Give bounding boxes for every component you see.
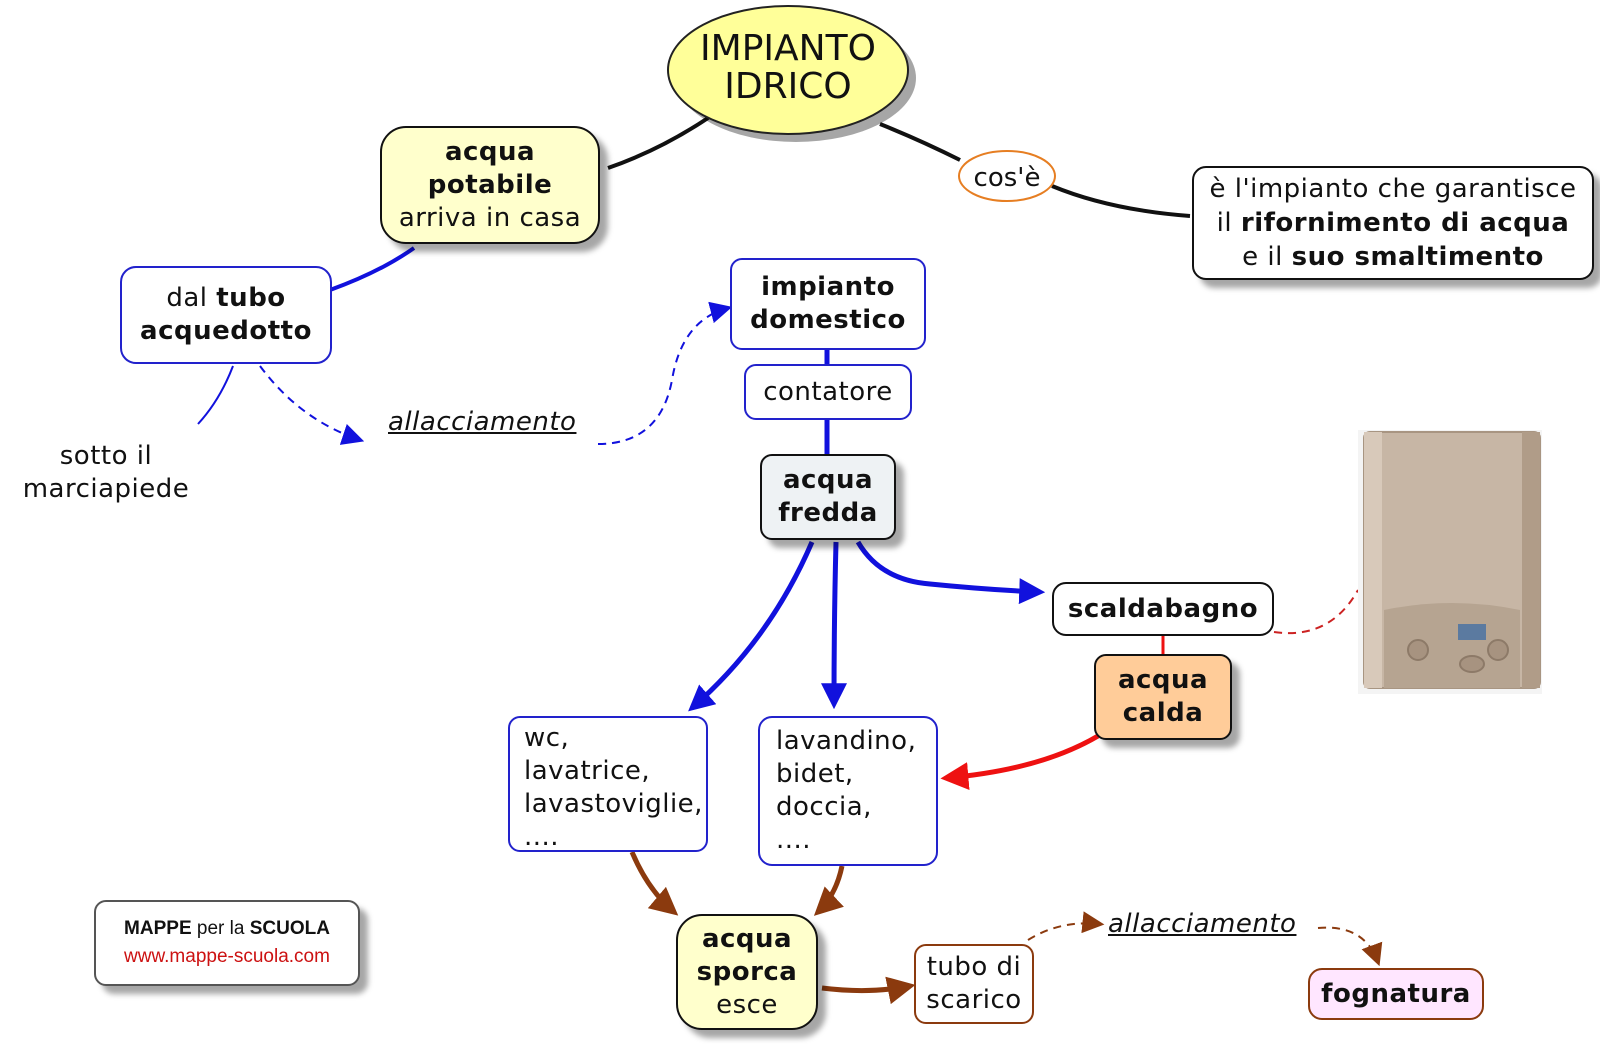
arrow-appliances-b-dirty [813,865,845,916]
link-title-definition [879,122,961,162]
arrow-cold-boiler [855,540,1046,605]
link-pipe-sidewalk [197,365,234,425]
pipe-line-1: dal tubo [166,282,285,315]
definition-line-2: il rifornimento di acqua [1217,206,1570,240]
appliances-a-item-2: lavatrice, [524,756,651,786]
arrow-cold-appliances-a [688,541,815,712]
drain-pipe-node: tubo di scarico [914,944,1034,1024]
definition-line-2-bold: rifornimento di acqua [1240,208,1570,238]
appliances-b-item-1: lavandino, [776,726,917,756]
potable-line-2: potabile [427,169,553,200]
pipe-line-2: acquedotto [140,316,312,346]
boiler-label: scaldabagno [1067,593,1259,624]
credit-bold-1: MAPPE [124,918,192,939]
sewer-node: fognatura [1308,968,1484,1020]
link-connection-domestic [597,301,733,445]
link-pipe-connection [259,365,365,445]
title-ellipse [667,5,909,135]
drain-line-1: tubo di [926,952,1022,982]
drain-line-2: scarico [926,985,1022,1015]
arrow-hot-appliances-b [940,733,1100,791]
credit-bold-2: SCUOLA [249,918,330,939]
cold-line-2: fredda [778,498,878,528]
aqueduct-pipe-node: dal tubo acquedotto [120,266,332,364]
arrow-appliances-a-dirty [629,851,679,916]
arrow-dirty-drain [821,976,916,1005]
appliances-a-item-4: .... [524,822,560,852]
definition-line-3-bold: suo smaltimento [1291,242,1544,272]
appliances-a-item-3: lavastoviglie, [524,789,703,819]
credit-line-1: MAPPE per la SCUOLA [124,915,330,943]
hot-line-2: calda [1122,698,1204,728]
pipe-bold-1: tubo [216,283,286,313]
cose-label: cos'è [974,163,1041,193]
link-connection-sewer [1317,926,1383,967]
meter-label: contatore [763,376,893,407]
potable-water-node: acqua potabile arriva in casa [380,126,600,244]
link-title-potable [607,116,710,170]
definition-line-1: è l'impianto che garantisce [1209,174,1577,204]
appliances-a-item-1: wc, [524,723,570,753]
cold-water-node: acqua fredda [760,454,896,540]
sidewalk-line-2: marciapiede [22,474,190,504]
arrow-cold-appliances-b [821,541,848,710]
appliances-b-node: lavandino, bidet, doccia, .... [758,716,938,866]
cose-bubble [958,150,1056,202]
title-line-1: IMPIANTO [700,28,876,69]
hot-line-1: acqua [1117,665,1209,695]
dirty-water-node: acqua sporca esce [676,914,818,1030]
potable-line-1: acqua [444,136,536,167]
dirty-line-2: sporca [696,956,798,987]
boiler-node: scaldabagno [1052,582,1274,636]
appliances-b-item-2: bidet, [776,759,854,789]
domestic-line-1: impianto [761,272,895,302]
domestic-line-2: domestico [750,305,906,335]
link-drain-connection [1027,911,1105,941]
link-boiler-image [1273,589,1359,634]
link-cose-definition [1051,184,1191,218]
appliances-a-node: wc, lavatrice, lavastoviglie, .... [508,716,708,852]
sidewalk-line-1: sotto il [59,441,153,471]
water-heater-image [1358,430,1542,694]
definition-line-2-pre: il [1216,208,1241,238]
domestic-system-node: impianto domestico [730,258,926,350]
definition-line-3-pre: e il [1242,242,1292,272]
definition-node: è l'impianto che garantisce il rifornime… [1192,166,1594,280]
meter-node: contatore [744,364,912,420]
definition-line-3: e il suo smaltimento [1242,240,1544,274]
sewer-label: fognatura [1321,978,1471,1009]
pipe-pre: dal [166,283,217,313]
hot-water-node: acqua calda [1094,654,1232,740]
link-potable-pipe [329,246,416,292]
appliances-b-item-3: doccia, [776,792,872,822]
dirty-line-1: acqua [701,923,793,954]
appliances-b-item-4: .... [776,825,812,855]
credit-box: MAPPE per la SCUOLA www.mappe-scuola.com [94,900,360,986]
connection-label-2: allacciamento [1108,909,1297,939]
connection-label-1: allacciamento [388,407,577,437]
cold-line-1: acqua [782,465,874,495]
credit-mid: per la [191,918,250,939]
potable-line-3: arriva in casa [398,202,582,233]
title-line-2: IDRICO [724,66,851,107]
credit-url[interactable]: www.mappe-scuola.com [124,946,330,967]
sidewalk-label: sotto il marciapiede [18,440,194,506]
dirty-line-3: esce [716,989,778,1020]
